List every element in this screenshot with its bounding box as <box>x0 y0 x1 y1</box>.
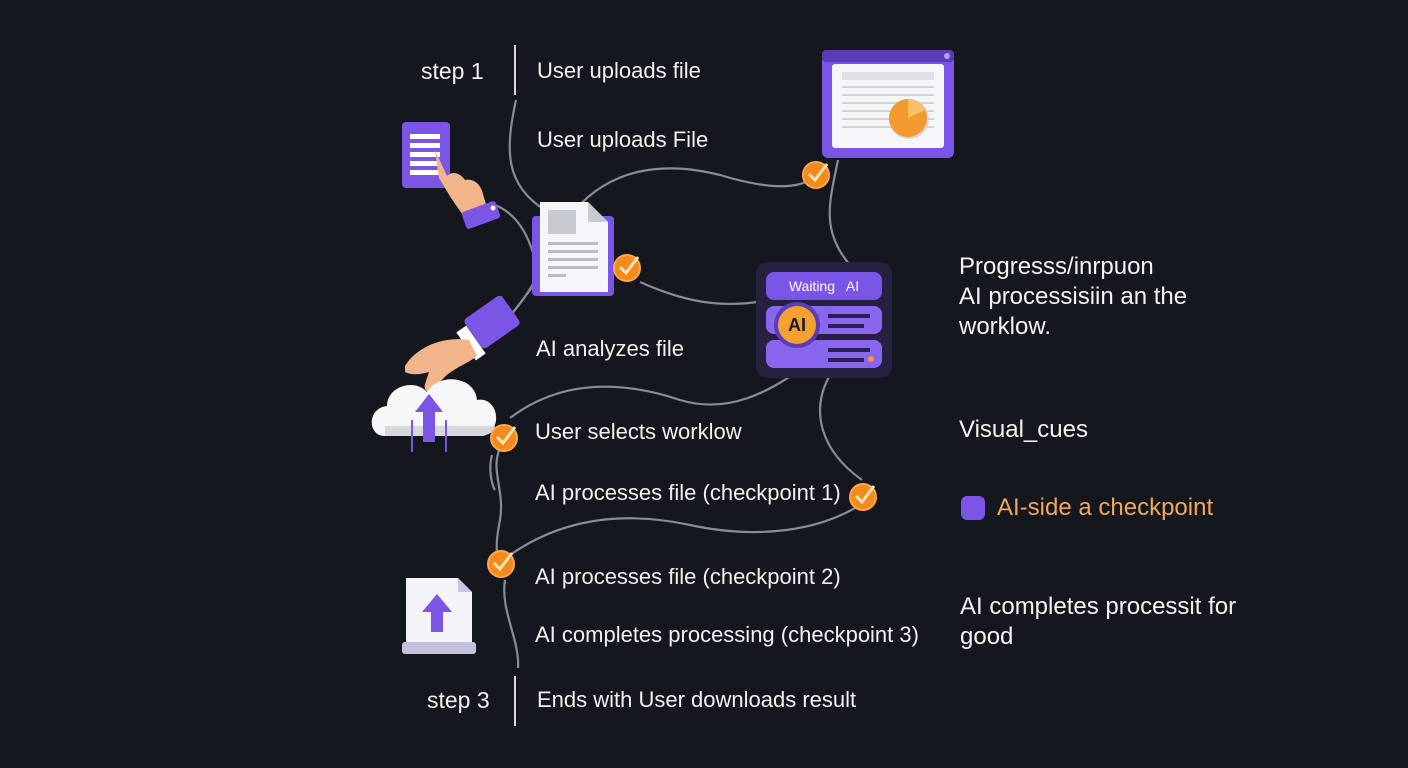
ai-card-header: Waiting AI <box>766 272 882 300</box>
report-chart-icon <box>822 50 954 158</box>
flow-step-label: Ends with User downloads result <box>537 687 857 712</box>
connector-line <box>509 504 861 556</box>
flow-step-label: User selects worklow <box>535 419 742 444</box>
progress-note-line: worklow. <box>959 313 1052 340</box>
flow-step-label: AI processes file (checkpoint 2) <box>535 564 841 589</box>
ai-server-card: Waiting AI AI <box>756 262 892 378</box>
progress-note-line: AI processisiin an the <box>959 283 1188 310</box>
connector-line <box>574 167 819 211</box>
flow-step-label: User uploads File <box>537 127 709 152</box>
connector-line <box>828 159 851 266</box>
ai-badge: AI <box>778 306 816 344</box>
flow-step-label: AI analyzes file <box>536 336 684 361</box>
document-tap-icon <box>402 122 501 229</box>
check-icon <box>849 483 877 511</box>
progress-note: Progresss/inrpuon AI processisiin an the… <box>959 252 1187 342</box>
flow-step-label: AI completes processing (checkpoint 3) <box>535 622 919 647</box>
check-icon <box>802 161 830 189</box>
check-icon <box>487 550 515 578</box>
flow-step-label: User uploads file <box>537 58 701 83</box>
check-icon <box>613 254 641 282</box>
step-divider <box>514 676 516 726</box>
legend-label: AI-side a checkpoint <box>997 494 1214 521</box>
step-divider <box>514 45 516 95</box>
connector-line <box>818 374 863 481</box>
connector-line <box>639 280 769 306</box>
check-icon <box>490 424 518 452</box>
connector-line <box>508 99 546 211</box>
step-start-label: step 1 <box>421 58 484 84</box>
document-icon <box>532 202 614 296</box>
connector-line <box>489 454 496 491</box>
completion-note: AI completes processit for good <box>960 592 1236 652</box>
step-end-label: step 3 <box>427 687 490 713</box>
visual-cues-title: Visual_cues <box>959 416 1088 443</box>
file-upload-icon <box>402 578 476 654</box>
completion-note-line: good <box>960 623 1014 650</box>
connector-line <box>495 447 503 561</box>
legend-swatch <box>961 496 985 520</box>
flow-step-label: AI processes file (checkpoint 1) <box>535 480 841 505</box>
connector-line <box>503 579 520 669</box>
connector-line <box>509 369 801 419</box>
progress-note-line: Progresss/inrpuon <box>959 253 1154 280</box>
completion-note-line: AI completes processit for <box>960 593 1237 620</box>
cloud-upload-icon <box>371 296 520 452</box>
